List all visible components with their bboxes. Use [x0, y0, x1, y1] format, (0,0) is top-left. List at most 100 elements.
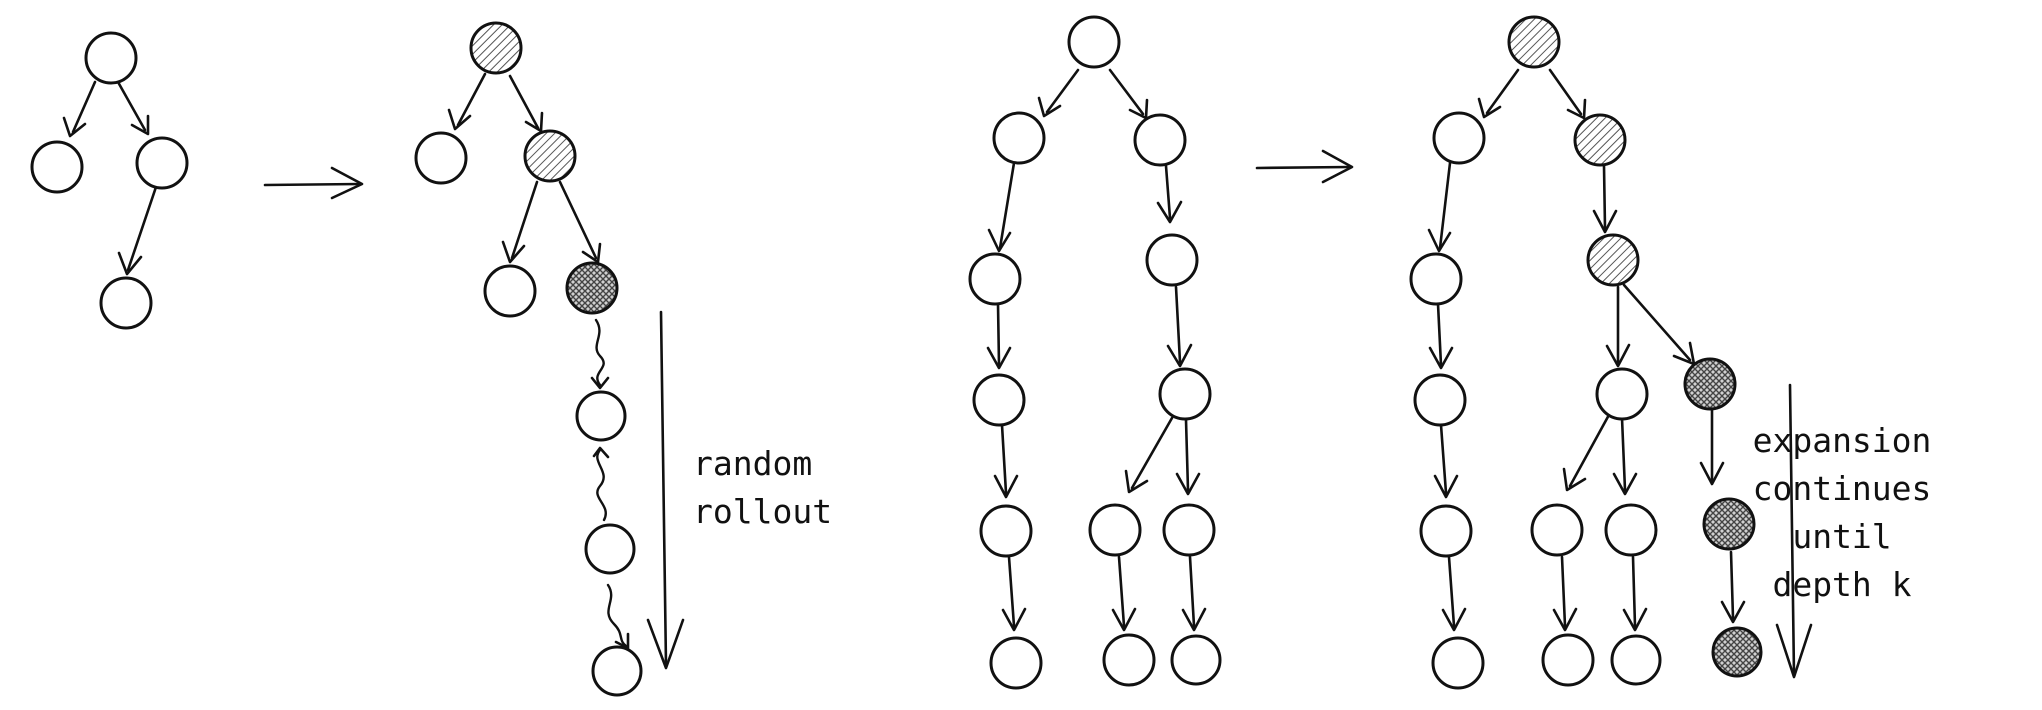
selected-root-node [469, 21, 523, 75]
edge [1447, 555, 1456, 628]
child-node [992, 111, 1046, 165]
expanded-node [1683, 357, 1737, 411]
arrowhead [987, 228, 1012, 253]
edge [1568, 411, 1612, 488]
tree-node [1419, 504, 1473, 558]
edge [1117, 555, 1126, 628]
selected-tree-node [1586, 233, 1640, 287]
tree-node [972, 373, 1026, 427]
arrowhead [62, 116, 87, 138]
leaf-node [1431, 636, 1485, 690]
arrowhead [581, 242, 602, 264]
edge [1560, 555, 1567, 628]
arrowhead [1001, 607, 1027, 632]
arrowhead [1562, 467, 1587, 492]
rollout-node [575, 390, 627, 442]
expansion-depth-arrow-head [1775, 623, 1813, 679]
edge [1548, 68, 1583, 116]
edge [126, 185, 158, 272]
arrowhead [1166, 343, 1193, 368]
selected-child-node [1573, 113, 1627, 167]
leaf-node [1170, 634, 1222, 686]
arrowhead [986, 346, 1012, 370]
arrowhead [1720, 600, 1746, 624]
rollout-depth-arrow-shaft [659, 310, 668, 667]
arrowhead [1622, 607, 1648, 632]
transition-arrow-head [330, 166, 364, 200]
edge [1485, 68, 1520, 115]
edge [1438, 161, 1452, 250]
edge [116, 80, 147, 132]
root-node [1067, 15, 1121, 69]
tree-node [979, 504, 1033, 558]
arrowhead [1156, 200, 1183, 224]
arrowhead [1441, 607, 1467, 632]
leaf-node [99, 276, 153, 330]
arrowhead [117, 251, 143, 276]
tree-node [1604, 503, 1658, 557]
edge [1130, 416, 1174, 490]
expansion-depth-arrow-shaft [1788, 383, 1796, 677]
edge [1631, 555, 1637, 628]
panel-1-initial-tree [30, 31, 189, 330]
expansion-label-line2: continues [1753, 469, 1932, 508]
arrowhead [1566, 98, 1587, 120]
child-node [1432, 111, 1486, 165]
tree-node [1162, 503, 1216, 557]
tree-node [1413, 373, 1467, 427]
child-node [30, 140, 84, 194]
arrowhead [1699, 461, 1725, 486]
rollout-terminal-node [591, 645, 643, 697]
edge [1045, 68, 1080, 114]
edge [1174, 285, 1182, 364]
edge [71, 80, 97, 134]
arrowhead [993, 474, 1019, 499]
panel-4-depth-expansion: expansion continues until depth k [1409, 15, 1932, 690]
edge [998, 161, 1016, 250]
edge [508, 74, 540, 130]
arrowhead [1592, 209, 1618, 234]
arrowhead [1181, 607, 1207, 632]
rollout-depth-arrow-head [646, 618, 685, 670]
rollout-node [584, 523, 636, 575]
arrowhead [447, 108, 472, 131]
arrowhead [1428, 346, 1454, 370]
expansion-label-line3: until [1792, 517, 1891, 556]
edge [1188, 555, 1196, 628]
expanded-leaf-node [1711, 626, 1763, 678]
random-rollout-label-line1: random [693, 444, 812, 483]
selected-child-node [523, 129, 577, 183]
edge [1000, 423, 1008, 495]
arrowhead [1612, 472, 1638, 496]
arrowhead [130, 114, 150, 136]
expanded-node [1702, 497, 1756, 551]
panel-3-expanded-tree [968, 15, 1222, 690]
tree-node [1145, 233, 1199, 287]
edge [558, 180, 598, 260]
edge [1164, 164, 1172, 220]
child-node [135, 136, 189, 190]
arrowhead [1552, 607, 1578, 632]
edge [1729, 550, 1735, 620]
arrowhead [1477, 97, 1502, 119]
rollout-squiggle [596, 448, 607, 522]
expansion-label-line4: depth k [1772, 565, 1911, 604]
random-rollout-label-line2: rollout [693, 492, 832, 531]
tree-node [1158, 367, 1212, 421]
arrowhead [592, 446, 610, 459]
arrowhead [1037, 96, 1062, 118]
edge [1007, 555, 1016, 628]
edge [456, 72, 487, 127]
expanded-leaf-node [565, 261, 619, 315]
transition-arrow [1255, 149, 1354, 184]
child-node [414, 131, 468, 185]
transition-arrow-head [1321, 149, 1354, 184]
arrowhead [1427, 228, 1452, 253]
panel-2-random-rollout: random rollout [414, 21, 832, 697]
transition-arrow-shaft [263, 182, 362, 187]
rollout-squiggle [594, 318, 605, 387]
edge [1622, 283, 1692, 362]
edge [1184, 418, 1190, 492]
